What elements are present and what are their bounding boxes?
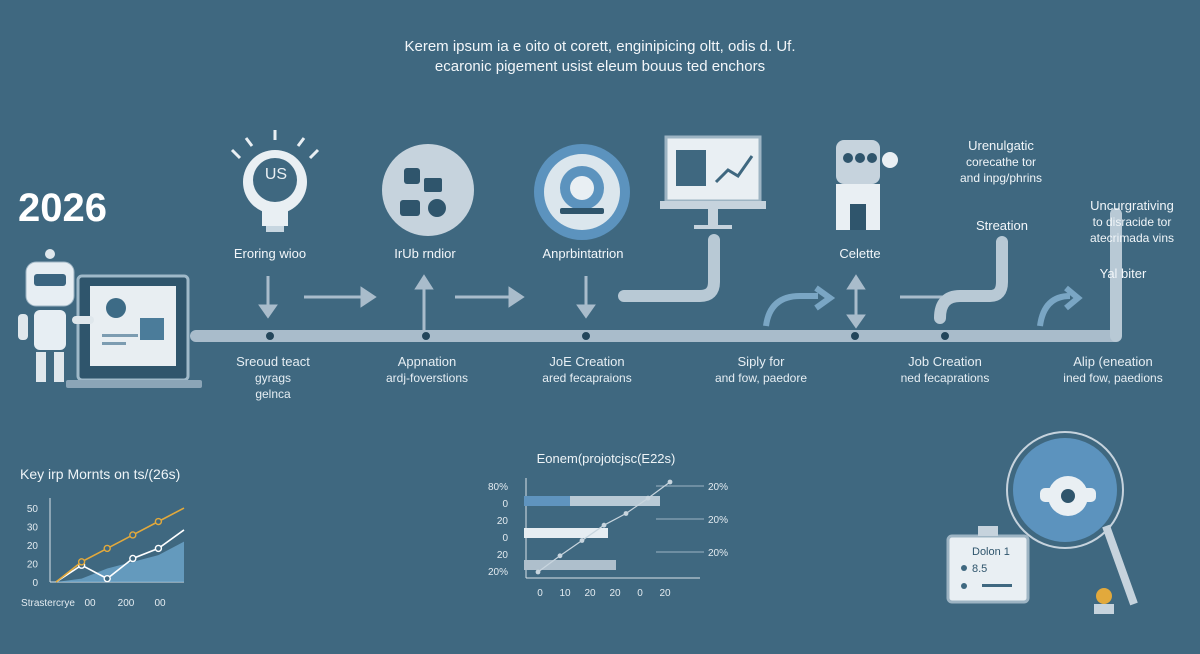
line-chart-y-tick: 0 <box>32 578 38 589</box>
line-chart-point <box>129 554 137 563</box>
device-row-1: Dolon 1 <box>972 546 1010 558</box>
bar-chart-point <box>645 495 651 501</box>
bar-chart: 80% 0 20 0 20 20% 0 10 20 20 0 20 20% 20% 20% <box>488 478 728 599</box>
robot-illustration <box>18 249 202 388</box>
bar-chart-point <box>579 538 585 543</box>
bar-chart-x-tick: 20 <box>609 588 621 599</box>
line-chart-point <box>154 517 163 526</box>
line-chart-y-tick: 20 <box>27 560 39 571</box>
bar-chart-point <box>535 569 541 575</box>
bar-chart-bar <box>524 560 616 570</box>
us-badge: US <box>264 166 288 183</box>
flow-pipes <box>618 208 1122 342</box>
bottom-note-3: JoE Creation ared fecapraions <box>542 354 632 385</box>
bar-chart-y-tick: 20 <box>497 550 509 561</box>
line-chart-point <box>129 531 137 539</box>
bar-chart-point <box>601 522 607 528</box>
line-chart-x-tick: Strastercrye <box>21 598 75 609</box>
top-note-right-2: Uncurgrativing to disracide tor atecrima… <box>1089 198 1175 245</box>
bar-chart-x-tick: 20 <box>584 588 596 599</box>
header-line-1: Kerem ipsum ia e oito ot corett, enginip… <box>404 38 796 55</box>
bar-chart-right-label: 20% <box>708 482 728 493</box>
bar-chart-title: Eonem(projotcjsc(E22s) <box>536 451 676 466</box>
line-chart-point <box>154 544 163 553</box>
bar-chart-bar <box>524 496 584 506</box>
bar-chart-x-tick: 0 <box>637 588 643 599</box>
gears-icon <box>382 144 474 236</box>
device-row-2: 8.5 <box>972 563 988 575</box>
bar-chart-y-tick: 0 <box>502 499 508 510</box>
ai-chip-icon <box>534 144 630 240</box>
header-line-2: ecaronic pigement usist eleum bouus ted … <box>434 58 766 75</box>
timeline-bar <box>190 330 1120 342</box>
bar-chart-x-tick: 20 <box>659 588 671 599</box>
bar-chart-point <box>667 479 673 485</box>
line-chart-series-2 <box>55 507 185 583</box>
line-chart-x-tick: 00 <box>84 598 96 609</box>
bar-chart-point <box>623 511 629 516</box>
bar-chart-right-label: 20% <box>708 548 728 559</box>
bar-chart-bar <box>570 496 660 506</box>
label-irub: IrUb rndior <box>394 246 456 261</box>
bar-chart-y-tick: 0 <box>502 533 508 544</box>
line-chart-y-tick: 20 <box>27 541 39 552</box>
robot-head-icon <box>836 140 898 230</box>
laptop-chart-icon <box>660 135 766 229</box>
bottom-note-5: Job Creation ned fecaprations <box>900 354 990 385</box>
bottom-note-2: Appnation ardj-foverstions <box>385 354 469 385</box>
lightbulb-icon <box>230 130 320 232</box>
year-label: 2026 <box>18 186 107 230</box>
curved-arrows <box>763 285 1083 327</box>
bar-chart-y-tick: 80% <box>488 482 508 493</box>
line-chart-x-tick: 200 <box>118 598 135 609</box>
timeline-nodes <box>264 330 951 342</box>
bar-chart-y-tick: 20% <box>488 567 508 578</box>
bar-chart-right-label: 20% <box>708 515 728 526</box>
line-chart-point <box>77 558 86 566</box>
label-celette: Celette <box>839 246 881 261</box>
bottom-note-4: Siply for and fow, paedore <box>714 354 808 385</box>
label-streation: Streation <box>975 218 1029 233</box>
ai-device-illustration <box>946 431 1138 614</box>
bar-chart-bar <box>524 528 608 538</box>
label-yal: Yal biter <box>1099 266 1147 281</box>
bar-chart-x-tick: 10 <box>559 588 571 599</box>
bottom-note-6: Alip (eneation ined fow, paedions <box>1063 354 1163 385</box>
line-chart-point <box>103 544 111 553</box>
label-anprb: Anprbintatrion <box>542 246 624 261</box>
flow-arrows <box>258 274 960 330</box>
line-chart-x-tick: 00 <box>154 598 166 609</box>
line-chart-title: Key irp Mornts on ts/(26s) <box>20 466 181 482</box>
line-chart-area <box>56 541 184 582</box>
bottom-note-1: Sreoud teact gyrags gelnca <box>236 354 310 401</box>
label-erorring: Eroring wioo <box>233 246 307 261</box>
line-chart-y-tick: 30 <box>27 523 39 534</box>
line-chart-point <box>103 574 111 583</box>
line-chart-series-1 <box>55 529 185 583</box>
bar-chart-x-tick: 0 <box>537 588 543 599</box>
bar-chart-y-tick: 20 <box>497 516 509 527</box>
bar-chart-point <box>557 553 563 559</box>
line-chart-y-tick: 50 <box>27 504 39 515</box>
top-note-right-1: Urenulgatic corecathe tor and inpg/phrin… <box>959 138 1043 185</box>
